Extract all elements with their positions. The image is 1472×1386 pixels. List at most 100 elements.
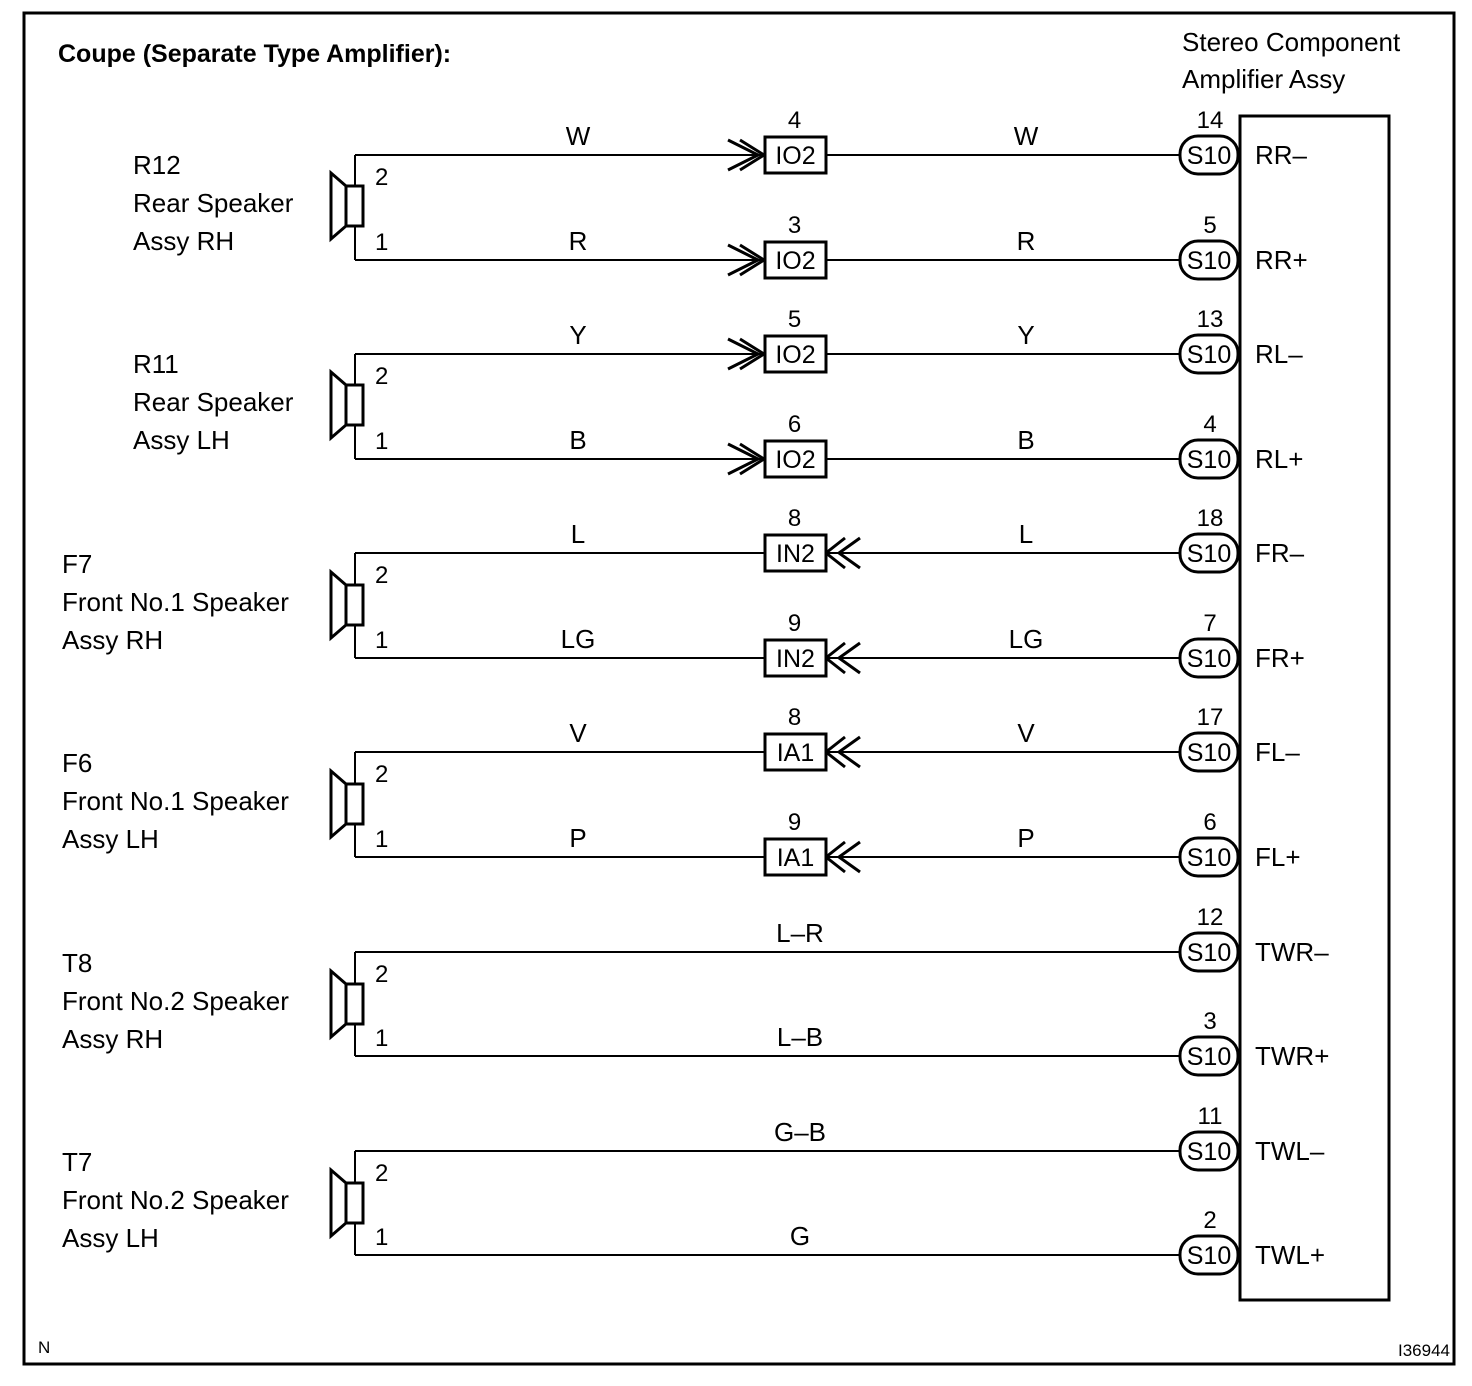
amp-terminal-label: TWR+: [1255, 1041, 1329, 1071]
amp-terminal-label: RR–: [1255, 140, 1308, 170]
speaker-magnet: [344, 184, 365, 228]
amp-connector-box: [1178, 438, 1240, 480]
speaker-cone-icon: [329, 967, 348, 1041]
amp-pin-number: 4: [1203, 411, 1216, 438]
amp-pin-number: 17: [1197, 704, 1224, 731]
speaker-name-line1: Front No.2 Speaker: [62, 1185, 289, 1215]
junction-pin-number: 9: [788, 610, 801, 637]
amp-connector-box: [1178, 239, 1240, 281]
speaker-name-line1: Front No.1 Speaker: [62, 587, 289, 617]
junction-connector-box: [763, 837, 828, 877]
speaker-name-line1: Front No.1 Speaker: [62, 786, 289, 816]
wire-color-left: P: [569, 823, 586, 853]
speaker-id: T7: [62, 1147, 92, 1177]
amp-terminal-label: TWL–: [1255, 1136, 1325, 1166]
junction-pin-number: 9: [788, 809, 801, 836]
amp-connector-label: S10: [1187, 247, 1231, 275]
wire-color-right: R: [1017, 226, 1036, 256]
amp-connector-label: S10: [1187, 1043, 1231, 1071]
speaker-id: T8: [62, 948, 92, 978]
amp-connector-box: [1178, 731, 1240, 773]
speaker-magnet: [344, 782, 365, 826]
amp-pin-number: 18: [1197, 505, 1224, 532]
junction-connector-box: [763, 240, 828, 280]
connector-arrow-left-icon: [836, 536, 861, 570]
connector-arrow-right-icon: [727, 243, 762, 277]
speaker-pin-number: 1: [375, 1025, 388, 1052]
speaker-name-line2: Assy LH: [62, 1223, 159, 1253]
amp-connector-label: S10: [1187, 1242, 1231, 1270]
wire-color-right: V: [1017, 718, 1035, 748]
speaker-cone-icon: [329, 767, 348, 841]
junction-pin-number: 8: [788, 704, 801, 731]
amplifier-name-line2: Amplifier Assy: [1182, 64, 1345, 94]
connector-arrow-right-icon: [727, 138, 762, 172]
amp-pin-number: 6: [1203, 809, 1216, 836]
junction-connector-label: IO2: [775, 142, 815, 170]
amp-connector-label: S10: [1187, 142, 1231, 170]
wire-color-left: W: [566, 121, 591, 151]
speaker-pin-number: 2: [375, 961, 388, 988]
amp-connector-box: [1178, 134, 1240, 176]
amp-terminal-label: FR–: [1255, 538, 1305, 568]
amp-connector-box: [1178, 637, 1240, 679]
wire-color-right: W: [1014, 121, 1039, 151]
speaker-pin-number: 1: [375, 428, 388, 455]
speaker-magnet: [344, 982, 365, 1026]
junction-connector-box: [763, 638, 828, 678]
footer-right-code: I36944: [1398, 1341, 1450, 1360]
amp-connector-box: [1178, 1234, 1240, 1276]
amp-pin-number: 2: [1203, 1207, 1216, 1234]
wire-color-right: Y: [1017, 320, 1034, 350]
amp-pin-number: 11: [1198, 1103, 1223, 1130]
amp-connector-box: [1178, 532, 1240, 574]
amp-terminal-label: FL–: [1255, 737, 1300, 767]
footer-left-label: N: [38, 1338, 50, 1357]
junction-connector-label: IA1: [777, 844, 815, 872]
wire-color: G: [790, 1221, 810, 1251]
amp-connector-label: S10: [1187, 540, 1231, 568]
junction-connector-box: [763, 334, 828, 374]
connector-arrow-right-icon: [727, 442, 762, 476]
amp-connector-box: [1178, 1035, 1240, 1077]
junction-connector-label: IO2: [775, 247, 815, 275]
speaker-name-line2: Assy LH: [62, 824, 159, 854]
amp-pin-number: 14: [1197, 107, 1224, 134]
wire-color-left: LG: [561, 624, 596, 654]
junction-connector-box: [763, 732, 828, 772]
speaker-name-line1: Rear Speaker: [133, 188, 294, 218]
junction-connector-box: [763, 439, 828, 479]
junction-connector-label: IA1: [777, 739, 815, 767]
amp-connector-box: [1178, 836, 1240, 878]
amp-pin-number: 7: [1203, 610, 1216, 637]
speaker-cone-icon: [329, 368, 348, 442]
wire-color-right: L: [1019, 519, 1033, 549]
speaker-pin-number: 2: [375, 761, 388, 788]
amp-pin-number: 13: [1197, 306, 1224, 333]
junction-pin-number: 8: [788, 505, 801, 532]
amp-connector-label: S10: [1187, 341, 1231, 369]
speaker-name-line2: Assy LH: [133, 425, 230, 455]
speaker-pin-number: 1: [375, 1224, 388, 1251]
speaker-pin-number: 1: [375, 627, 388, 654]
amp-pin-number: 5: [1203, 212, 1216, 239]
wire-color: G–B: [774, 1117, 826, 1147]
amp-terminal-label: RL–: [1255, 339, 1303, 369]
amp-connector-label: S10: [1187, 939, 1231, 967]
amp-connector-box: [1178, 333, 1240, 375]
amp-terminal-label: RL+: [1255, 444, 1303, 474]
speaker-name-line2: Assy RH: [62, 1024, 163, 1054]
amp-terminal-label: TWL+: [1255, 1240, 1325, 1270]
